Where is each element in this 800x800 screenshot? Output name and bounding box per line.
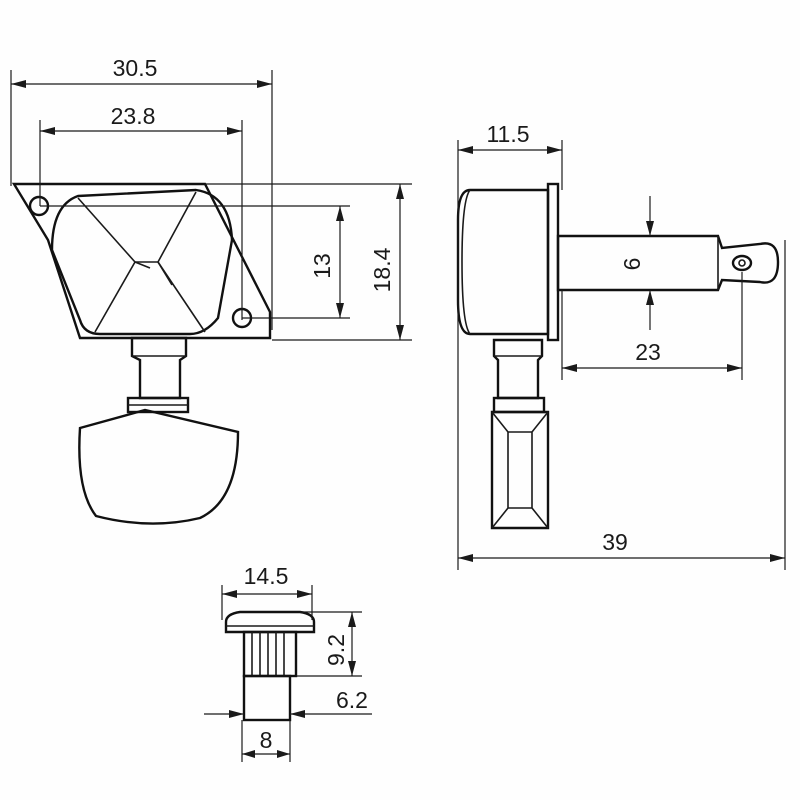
dimension-9-2: 9.2 [296, 611, 362, 677]
dimension-23-8: 23.8 [39, 103, 243, 320]
side-plate-edge [546, 182, 560, 342]
mounting-plate [11, 182, 272, 340]
dimension-11-5: 11.5 [457, 121, 563, 570]
side-housing [456, 188, 550, 336]
label-8: 8 [260, 727, 273, 753]
gear-housing [50, 188, 234, 336]
label-23-8: 23.8 [111, 103, 156, 129]
dimension-8: 8 [241, 720, 291, 762]
string-hole [731, 254, 753, 272]
label-13: 13 [309, 253, 335, 279]
label-6-2: 6.2 [336, 687, 368, 713]
dimension-18-4: 18.4 [205, 183, 412, 341]
front-shaft-neck [130, 336, 188, 400]
label-11-5: 11.5 [486, 121, 529, 147]
bushing-view: 14.5 9.2 6.2 8 [204, 563, 372, 762]
side-post [556, 234, 780, 292]
front-view: 30.5 23.8 13 18.4 [10, 55, 412, 525]
bushing-shaft [242, 674, 292, 722]
label-23: 23 [635, 339, 661, 365]
dimension-6: 6 [619, 196, 654, 330]
dimension-39: 39 [458, 240, 786, 570]
dimension-23: 23 [561, 272, 743, 380]
side-shaft-collar [492, 396, 546, 414]
label-14-5: 14.5 [244, 563, 289, 589]
dimension-6-2: 6.2 [204, 687, 372, 718]
bushing-knurl-lines [251, 632, 285, 676]
dimension-14-5: 14.5 [221, 563, 313, 620]
side-shaft-neck [492, 338, 544, 400]
side-view: 11.5 6 23 39 [456, 121, 786, 570]
bushing-cap [224, 610, 316, 634]
label-39: 39 [602, 529, 628, 555]
dimension-30-5: 30.5 [10, 55, 273, 330]
label-9-2: 9.2 [323, 634, 349, 666]
label-6: 6 [619, 258, 645, 271]
front-knob [78, 408, 240, 525]
housing-facets [77, 191, 206, 333]
side-knob [490, 410, 550, 530]
label-30-5: 30.5 [113, 55, 158, 81]
label-18-4: 18.4 [369, 247, 395, 292]
dimension-13: 13 [40, 205, 350, 319]
